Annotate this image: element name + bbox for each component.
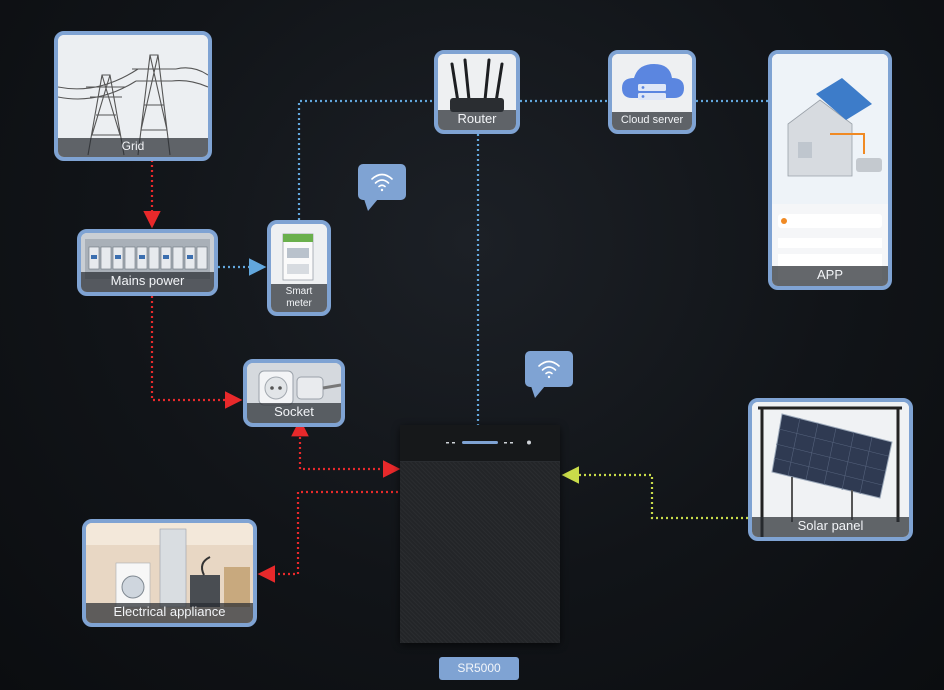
link-device-appliance — [257, 490, 398, 583]
solar-panel-illustration — [752, 402, 909, 537]
app-screen-illustration — [772, 54, 888, 286]
app-label: APP — [772, 266, 888, 286]
grid-label: Grid — [58, 138, 208, 157]
link-mains-socket — [150, 296, 243, 409]
app-node: APP — [768, 50, 892, 290]
device-control-strip — [400, 425, 560, 462]
router-label: Router — [438, 110, 516, 130]
smart-meter-label-line2: meter — [286, 297, 312, 309]
cloud-server-label: Cloud server — [612, 112, 692, 130]
smart-meter-node: Smart meter — [267, 220, 331, 316]
socket-label: Socket — [247, 403, 341, 423]
cloud-server-node: Cloud server — [608, 50, 696, 134]
wifi-icon — [538, 360, 560, 379]
solar-panel-node: Solar panel — [748, 398, 913, 541]
appliance-node: Electrical appliance — [82, 519, 257, 627]
socket-node: Socket — [243, 359, 345, 427]
solar-panel-label: Solar panel — [752, 517, 909, 537]
device-label: SR5000 — [439, 657, 519, 680]
device-indicator-lights — [446, 440, 531, 445]
power-tower-illustration — [58, 35, 208, 157]
smart-meter-label: Smart meter — [271, 284, 327, 312]
wifi-icon — [371, 173, 393, 192]
sr5000-device — [400, 425, 560, 643]
wifi-bubble-meter — [358, 164, 406, 211]
router-node: Router — [434, 50, 520, 134]
wifi-bubble-device — [525, 351, 573, 398]
link-solar-device — [561, 466, 748, 520]
smart-meter-label-line1: Smart — [285, 286, 313, 297]
device-body — [400, 462, 560, 643]
mains-power-node: Mains power — [77, 229, 218, 296]
link-socket-device — [291, 418, 401, 478]
appliance-label: Electrical appliance — [86, 603, 253, 623]
grid-node: Grid — [54, 31, 212, 161]
mains-power-label: Mains power — [81, 272, 214, 292]
